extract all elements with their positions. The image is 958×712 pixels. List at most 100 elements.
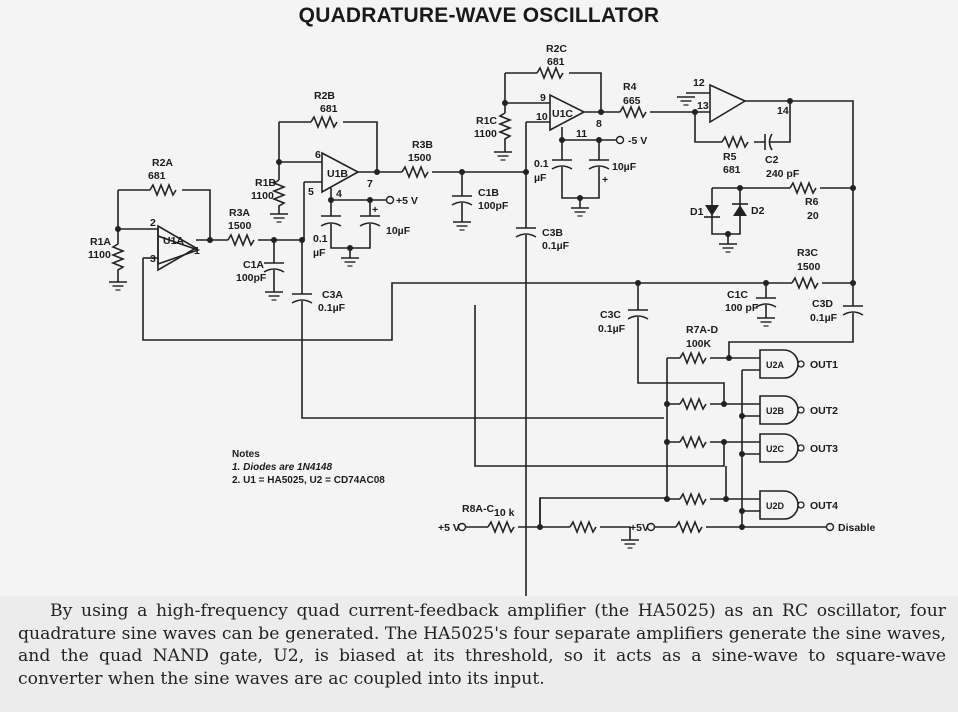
r2c-value: 681 — [547, 56, 565, 68]
resistor-r1c — [497, 112, 513, 152]
u1b-ref: U1B — [327, 168, 348, 180]
c1b-value: 100pF — [478, 200, 509, 212]
r1a-value: 1100 — [88, 249, 111, 261]
opamp-u1a-body — [157, 224, 198, 272]
stage-a: R2A 681 R1A 1100 U1A 2 3 1 R3A 1500 C1A … — [88, 157, 664, 419]
terminal-disable — [825, 522, 835, 532]
u1b-pin-4: 4 — [336, 188, 342, 200]
bias-supply-label: +5 V — [438, 522, 460, 534]
u1d-pin-12: 12 — [693, 77, 705, 89]
bypass-b-small-1: 0.1 — [313, 233, 328, 245]
opamp-u1c-body — [549, 93, 586, 132]
c1c-value: 100 pF — [725, 302, 759, 314]
diode-d1 — [705, 205, 719, 216]
r3c-value: 1500 — [797, 261, 821, 273]
terminal-plus5v — [385, 195, 395, 205]
u1c-pin-11: 11 — [576, 128, 587, 140]
c3c-value: 0.1µF — [598, 323, 626, 335]
c1b-ref: C1B — [478, 187, 499, 199]
resistor-r3c — [791, 275, 819, 291]
u2a-ref: U2A — [766, 360, 785, 370]
r3b-ref: R3B — [412, 139, 433, 151]
resistor-r2c — [536, 65, 564, 81]
disable-label: Disable — [838, 522, 876, 534]
supply-minus5v: -5 V — [628, 135, 647, 147]
resistor-r5 — [721, 134, 749, 150]
r6-ref: R6 — [805, 196, 819, 208]
resistor-r8b — [569, 519, 597, 535]
c2-value: 240 pF — [766, 168, 800, 180]
resistor-r3a — [227, 232, 255, 248]
diode-d2 — [733, 205, 747, 216]
c3d-value: 0.1µF — [810, 312, 838, 324]
r6-value: 20 — [807, 210, 819, 222]
bypass-c-large: 10µF — [612, 161, 637, 173]
opamp-u1b-body — [321, 151, 360, 194]
bypass-c-small-1: 0.1 — [534, 158, 549, 170]
r7-ref: R7A-D — [686, 324, 719, 336]
gate-section: R7A-D 100K U2A U2B U2C U2D OUT1 OUT2 OUT… — [438, 305, 876, 549]
caption-block: By using a high-frequency quad current-f… — [0, 596, 958, 712]
u1b-pin-5: 5 — [308, 186, 314, 198]
u1b-pin-6: 6 — [315, 149, 321, 161]
resistor-r7a — [679, 350, 707, 366]
resistor-r7c — [679, 434, 707, 450]
r2a-ref: R2A — [152, 157, 173, 169]
gate-supply-label: +5V — [630, 522, 649, 534]
stage-c: R2C 681 R1C 1100 U1C 9 10 8 11 -5 V 0.1 … — [474, 43, 680, 596]
u1a-pin-1: 1 — [194, 245, 200, 257]
r3a-ref: R3A — [229, 207, 250, 219]
notes-block: Notes 1. Diodes are 1N4148 2. U1 = HA502… — [232, 448, 385, 487]
terminal-gate-plus5v — [646, 522, 656, 532]
c1c-ref: C1C — [727, 289, 748, 301]
u1d-pin-13: 13 — [697, 100, 709, 112]
c1a-value: 100pF — [236, 272, 267, 284]
u1d-pin-14: 14 — [777, 105, 789, 117]
bypass-c-polarity: + — [602, 174, 608, 186]
c3a-ref: C3A — [322, 289, 343, 301]
r4-ref: R4 — [623, 81, 637, 93]
note-item: 1. Diodes are 1N4148 — [232, 462, 333, 473]
d2-ref: D2 — [751, 205, 765, 217]
resistor-r7b — [679, 396, 707, 412]
u2c-ref: U2C — [766, 444, 785, 454]
u1c-pin-8: 8 — [596, 118, 602, 130]
c3b-value: 0.1µF — [542, 240, 570, 252]
c2-ref: C2 — [765, 154, 779, 166]
bypass-b-large: 10µF — [386, 225, 411, 237]
u1c-pin-9: 9 — [540, 92, 546, 104]
r2b-value: 681 — [320, 103, 338, 115]
r1c-ref: R1C — [476, 115, 497, 127]
resistor-r1a — [110, 243, 126, 282]
resistor-gate-pullup — [675, 519, 703, 535]
u1a-pin-2: 2 — [150, 217, 156, 229]
out3-label: OUT3 — [810, 443, 838, 455]
opamp-u1d-body — [709, 83, 747, 124]
bypass-b-small-2: µF — [313, 247, 326, 259]
r1a-ref: R1A — [90, 236, 111, 248]
resistor-r7d — [679, 491, 707, 507]
r1b-value: 1100 — [251, 190, 274, 202]
r5-value: 681 — [723, 164, 741, 176]
resistor-r2b — [310, 114, 338, 130]
r3b-value: 1500 — [408, 152, 432, 164]
u1a-ref: U1A — [163, 235, 184, 247]
r7-value: 100K — [686, 338, 712, 350]
u1c-pin-10: 10 — [536, 111, 548, 123]
resistor-r4 — [619, 104, 647, 120]
resistor-r8a — [487, 519, 515, 535]
stage-b: R2B 681 R1B 1100 U1B 6 5 7 4 +5 V 0.1 µF… — [251, 90, 528, 267]
bypass-c-small-2: µF — [534, 172, 547, 184]
r2b-ref: R2B — [314, 90, 335, 102]
terminal-bias-plus5v — [457, 522, 467, 532]
r2c-ref: R2C — [546, 43, 567, 55]
r4-value: 665 — [623, 95, 641, 107]
r5-ref: R5 — [723, 151, 737, 163]
terminal-minus5v — [615, 135, 625, 145]
resistor-r1b — [271, 179, 287, 214]
stage-d: 12 13 14 R5 681 C2 240 pF R6 20 D1 D2 — [676, 77, 856, 283]
r1b-ref: R1B — [255, 177, 276, 189]
u2d-ref: U2D — [766, 501, 785, 511]
u1b-pin-7: 7 — [367, 178, 373, 190]
r2a-value: 681 — [148, 170, 166, 182]
